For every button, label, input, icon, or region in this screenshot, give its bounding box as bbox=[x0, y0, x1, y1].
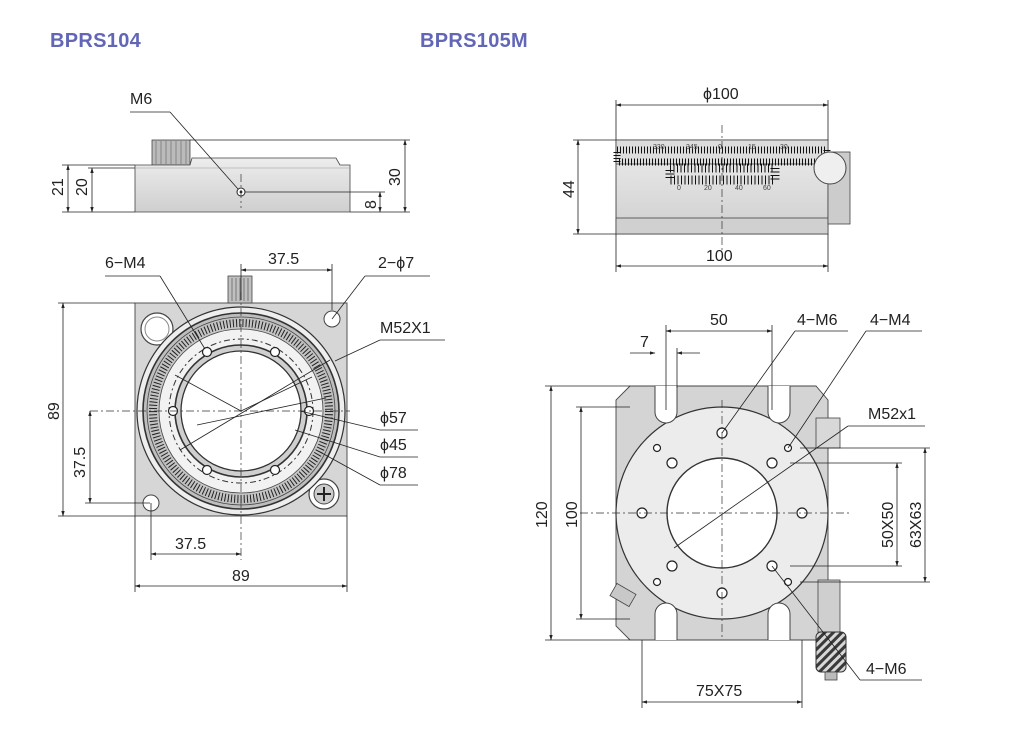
label-4-m6-bottom: 4−M6 bbox=[866, 661, 907, 678]
right-top-view: 50 7 4−M6 4−M4 M52x1 4−M6 120 100 50X50 … bbox=[534, 312, 930, 708]
label-50: 50 bbox=[710, 312, 728, 329]
label-phi45: ϕ45 bbox=[380, 437, 407, 454]
right-side-view: 330 345 0 15 30 0 20 40 60 ϕ100 44 100 bbox=[561, 86, 851, 272]
label-phi57: ϕ57 bbox=[380, 410, 407, 427]
dim-89-vertical: 89 bbox=[46, 402, 63, 420]
scale-bottom-20: 20 bbox=[704, 185, 712, 192]
label-7: 7 bbox=[640, 334, 649, 351]
model-title-right: BPRS105M bbox=[420, 30, 528, 52]
dim-37-5-horizontal: 37.5 bbox=[175, 536, 206, 553]
dim-89-horizontal: 89 bbox=[232, 568, 250, 585]
scale-bottom-60: 60 bbox=[763, 185, 771, 192]
scale-top-330: 330 bbox=[653, 144, 665, 151]
label-4-m4: 4−M4 bbox=[870, 312, 911, 329]
label-6-m4: 6−M4 bbox=[105, 255, 146, 272]
scale-bottom-0: 0 bbox=[677, 185, 681, 192]
dim-100-vertical: 100 bbox=[564, 501, 581, 528]
scale-bottom-40: 40 bbox=[735, 185, 743, 192]
scale-top-30: 30 bbox=[780, 144, 788, 151]
dim-44: 44 bbox=[561, 180, 578, 198]
dim-phi100: ϕ100 bbox=[703, 86, 739, 103]
left-top-view: 6−M4 37.5 2−ϕ7 M52X1 ϕ57 ϕ45 ϕ78 89 37.5… bbox=[46, 251, 445, 592]
scale-top-0: 0 bbox=[718, 144, 722, 151]
dim-37-5-vertical: 37.5 bbox=[72, 447, 89, 478]
scale-top-345: 345 bbox=[686, 144, 698, 151]
label-4-m6: 4−M6 bbox=[797, 312, 838, 329]
label-m52x1-right: M52x1 bbox=[868, 406, 916, 423]
model-title-left: BPRS104 bbox=[50, 30, 142, 52]
left-side-view: M6 21 20 30 8 bbox=[50, 91, 410, 213]
dim-21: 21 bbox=[50, 178, 67, 196]
label-m52x1: M52X1 bbox=[380, 320, 431, 337]
dim-120: 120 bbox=[534, 501, 551, 528]
label-2-phi7: 2−ϕ7 bbox=[378, 255, 414, 272]
label-37-5-top: 37.5 bbox=[268, 251, 299, 268]
dim-100-bottom: 100 bbox=[706, 248, 733, 265]
dim-20: 20 bbox=[74, 178, 91, 196]
dim-63x63: 63X63 bbox=[908, 502, 925, 548]
label-phi78: ϕ78 bbox=[380, 465, 407, 482]
dim-75x75: 75X75 bbox=[696, 683, 742, 700]
scale-top-15: 15 bbox=[748, 144, 756, 151]
dim-50x50: 50X50 bbox=[880, 502, 897, 548]
dim-8: 8 bbox=[363, 200, 380, 209]
dim-30: 30 bbox=[387, 168, 404, 186]
label-m6: M6 bbox=[130, 91, 152, 108]
